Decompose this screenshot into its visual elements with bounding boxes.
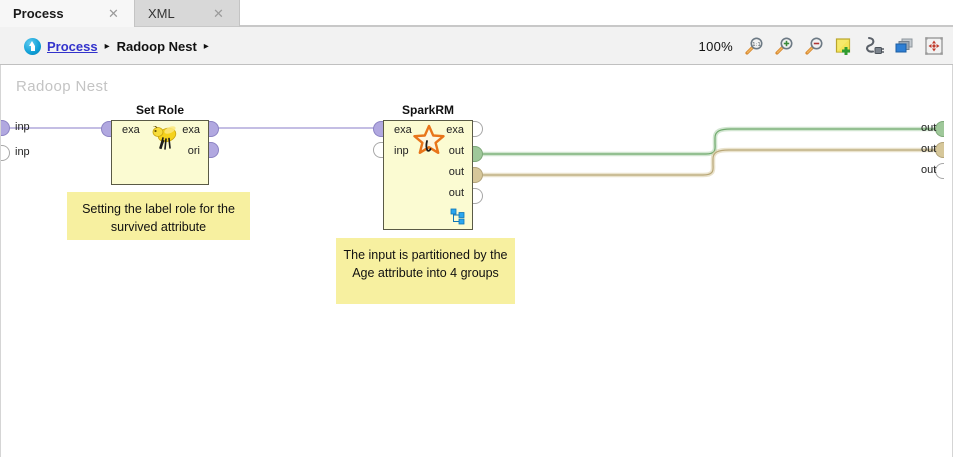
tab-xml[interactable]: XML ✕ <box>135 0 240 27</box>
operator-set-role-output-ori-label: ori <box>187 145 200 157</box>
operator-sparkrm-output-port-out3[interactable] <box>473 188 483 204</box>
operator-sparkrm-output-out2-label: out <box>448 166 464 178</box>
operator-set-role-input-exa-label: exa <box>122 124 140 136</box>
tab-bar-empty-area <box>240 0 953 26</box>
breadcrumb-link-process[interactable]: Process <box>47 38 98 54</box>
operator-sparkrm-input-exa-label: exa <box>394 124 412 136</box>
operator-set-role-output-exa-label: exa <box>182 124 200 136</box>
subprocess-tree-icon <box>450 208 467 225</box>
operator-sparkrm-output-port-out2[interactable] <box>473 167 483 183</box>
tab-process[interactable]: Process ✕ <box>0 0 135 27</box>
tab-process-label: Process <box>13 6 64 21</box>
nest-output-port-1[interactable] <box>935 121 944 137</box>
process-toolbar: Process ▸ Radoop Nest ▸ 100% 1:1 <box>0 27 953 65</box>
tab-xml-label: XML <box>148 5 175 21</box>
operator-sparkrm-output-port-out1[interactable] <box>473 146 483 162</box>
nest-output-port-2[interactable] <box>935 142 944 158</box>
nest-output-port-1-label: out <box>921 122 937 134</box>
add-note-icon[interactable] <box>833 35 855 57</box>
operator-sparkrm-input-port-inp[interactable] <box>373 142 383 158</box>
operator-set-role-input-port-exa[interactable] <box>101 121 111 137</box>
breadcrumb-trailing-separator-icon: ▸ <box>203 40 209 52</box>
operator-sparkrm-output-port-exa[interactable] <box>473 121 483 137</box>
tab-bar: Process ✕ XML ✕ <box>0 0 953 27</box>
svg-text:1:1: 1:1 <box>752 42 761 48</box>
operator-sparkrm[interactable]: exa inp exa out out out <box>383 120 473 230</box>
zoom-in-icon[interactable] <box>773 35 795 57</box>
process-canvas[interactable]: Radoop Nest inp inp out out out Set Role <box>0 65 953 457</box>
operator-sparkrm-input-inp-label: inp <box>394 145 409 157</box>
nest-input-port-1[interactable] <box>1 120 10 136</box>
canvas-watermark-label: Radoop Nest <box>16 78 108 95</box>
bee-icon <box>150 125 180 152</box>
zoom-level-label: 100% <box>698 38 733 54</box>
operator-sparkrm-output-exa-label: exa <box>446 124 464 136</box>
operator-set-role[interactable]: exa exa ori <box>111 120 209 185</box>
zoom-reset-icon[interactable]: 1:1 <box>743 35 765 57</box>
operator-sparkrm-output-out3-label: out <box>448 187 464 199</box>
operator-set-role-output-port-ori[interactable] <box>209 142 219 158</box>
breadcrumb: Process ▸ Radoop Nest ▸ <box>24 27 210 65</box>
nest-output-port-3-label: out <box>921 164 937 176</box>
operator-title-sparkrm: SparkRM <box>401 103 454 117</box>
note-set-role[interactable]: Setting the label role for the survived … <box>67 192 250 240</box>
fit-to-screen-icon[interactable] <box>923 35 945 57</box>
layers-icon[interactable] <box>893 35 915 57</box>
star-icon <box>412 124 446 156</box>
nest-output-port-2-label: out <box>921 143 937 155</box>
operator-sparkrm-input-port-exa[interactable] <box>373 121 383 137</box>
note-sparkrm[interactable]: The input is partitioned by the Age attr… <box>336 238 515 304</box>
breadcrumb-separator-icon: ▸ <box>104 40 110 52</box>
up-arrow-circle-icon[interactable] <box>24 37 41 55</box>
zoom-out-icon[interactable] <box>803 35 825 57</box>
operator-set-role-output-port-exa[interactable] <box>209 121 219 137</box>
tab-process-close-icon[interactable]: ✕ <box>108 6 119 21</box>
nest-input-port-1-label: inp <box>15 121 30 133</box>
toolbar-actions: 100% 1:1 <box>699 27 945 65</box>
nest-input-port-2-label: inp <box>15 146 30 158</box>
breadcrumb-current-radoop-nest: Radoop Nest <box>116 38 197 54</box>
nest-output-port-3[interactable] <box>935 163 944 179</box>
tab-xml-close-icon[interactable]: ✕ <box>213 5 224 21</box>
operator-title-set-role: Set Role <box>135 103 184 117</box>
operator-sparkrm-output-out1-label: out <box>448 145 464 157</box>
auto-wire-icon[interactable] <box>863 35 885 57</box>
nest-input-port-2[interactable] <box>1 145 10 161</box>
